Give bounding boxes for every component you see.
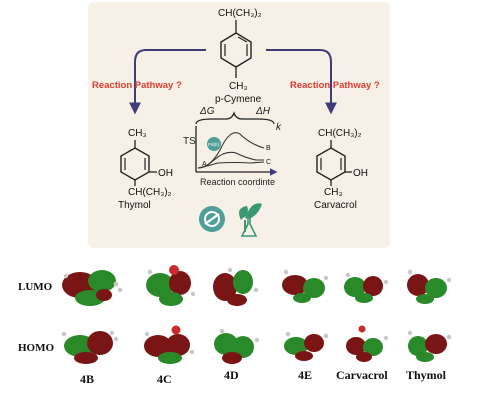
curve-a-label: A: [202, 161, 207, 168]
orbital-homo-4d: [214, 328, 260, 364]
thymol-oh: OH: [158, 168, 173, 179]
curve-c: [197, 161, 265, 169]
carvacrol-structure: CH(CH₃)₂ OH CH₃ Carvacrol: [314, 128, 368, 211]
orbital-lumo-4b: [62, 270, 123, 306]
right-pathway-label: Reaction Pathway ?: [290, 80, 380, 91]
reaction-scheme-panel: [88, 2, 390, 248]
label-4d: 4D: [224, 368, 239, 382]
label-thymol: Thymol: [406, 368, 447, 382]
label-carvacrol: Carvacrol: [336, 368, 388, 382]
carvacrol-isopropyl: CH(CH₃)₂: [318, 128, 362, 139]
orbital-homo-4b: [61, 330, 119, 364]
delta-h-label: ΔH: [255, 106, 271, 117]
left-pathway-label: Reaction Pathway ?: [92, 80, 182, 91]
orbital-homo-4e: [284, 331, 329, 361]
row-label-lumo: LUMO: [18, 281, 53, 293]
thymol-name: Thymol: [118, 200, 151, 211]
orbital-lumo-carvacrol: [344, 272, 389, 303]
thymol-structure: CH₃ OH CH(CH₃)₂ Thymol: [118, 128, 173, 211]
orbital-homo-carvacrol: [346, 325, 389, 362]
orbital-lumo-thymol: [407, 269, 452, 304]
carvacrol-oh: OH: [353, 168, 368, 179]
orbital-lumo-4e: [282, 269, 329, 303]
p-cymene-methyl: CH₃: [229, 81, 248, 92]
arrow-to-carvacrol: [266, 49, 337, 115]
thymol-methyl: CH₃: [128, 128, 147, 139]
orbital-lumo-4c: [146, 265, 196, 306]
brace: [195, 111, 275, 125]
orbital-homo-4c: [144, 325, 195, 364]
label-4c: 4C: [157, 372, 172, 386]
label-4e: 4E: [298, 368, 312, 382]
p-cymene-structure: CH(CH₃)₂ CH₃ p-Cymene: [215, 8, 262, 105]
curve-c-label: C: [266, 159, 271, 166]
row-label-homo: HOMO: [18, 342, 54, 354]
p-cymene-isopropyl: CH(CH₃)₂: [218, 8, 262, 19]
catalyst-orb-icon: [199, 206, 225, 232]
orbital-lumo-4d: [213, 267, 259, 306]
catalyst-label: Pd(II): [208, 142, 220, 147]
curve-b-label: B: [266, 145, 271, 152]
plant-flask-icon: [239, 203, 262, 237]
catalyst-icon: [207, 137, 221, 151]
label-4b: 4B: [80, 372, 94, 386]
orbital-homo-thymol: [407, 330, 452, 362]
arrow-to-thymol: [129, 49, 206, 115]
delta-g-label: ΔG: [199, 106, 215, 117]
carvacrol-name: Carvacrol: [314, 200, 357, 211]
x-axis-label: Reaction coordinte: [200, 177, 275, 187]
k-label: k: [276, 122, 282, 133]
curve-b: [197, 132, 265, 169]
p-cymene-name: p-Cymene: [215, 94, 262, 105]
ts-label: TS: [183, 136, 196, 147]
carvacrol-methyl: CH₃: [324, 187, 343, 198]
energy-profile: ΔG ΔH k TS Pd(II) A B C Reaction coordin…: [183, 106, 282, 187]
thymol-isopropyl: CH(CH₃)₂: [128, 187, 172, 198]
